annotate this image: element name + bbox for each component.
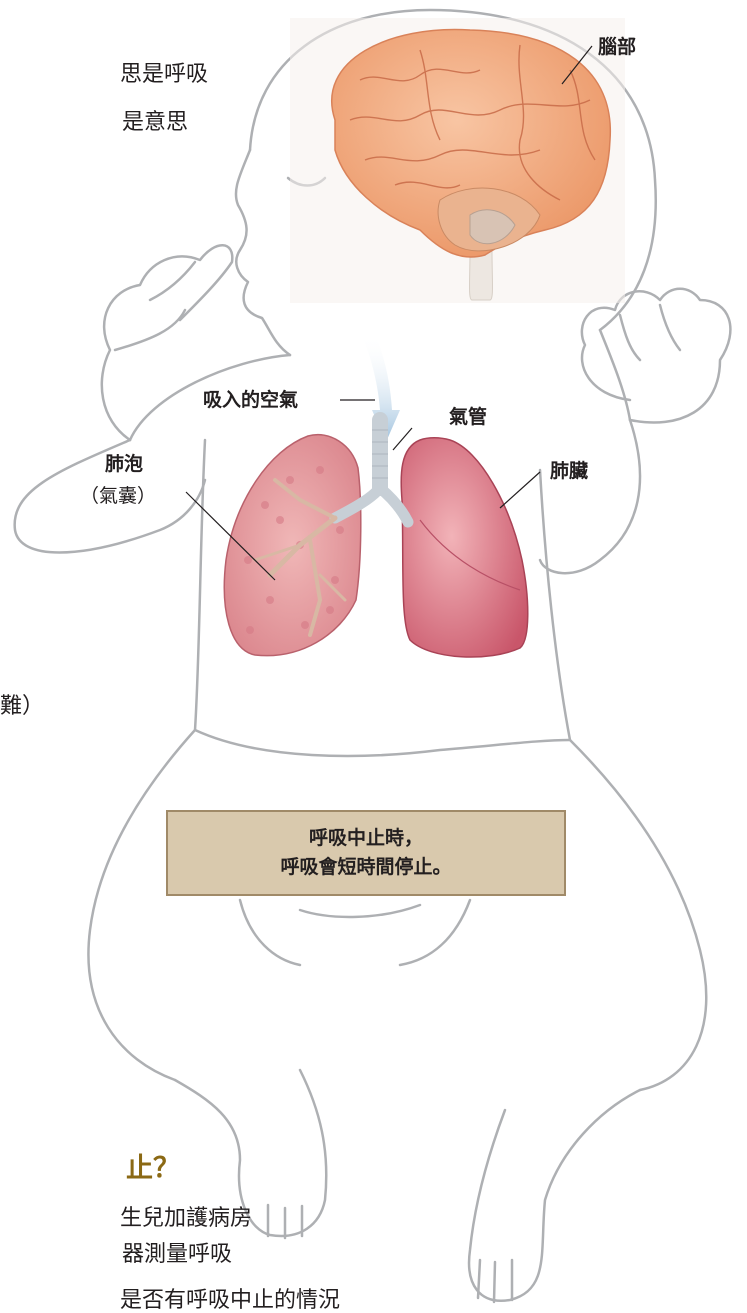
left-text-line3: 難） bbox=[0, 696, 44, 718]
label-brain: 腦部 bbox=[598, 38, 636, 57]
bottom-text-line2: 器測量呼吸 bbox=[122, 1244, 232, 1266]
apnea-note-box: 呼吸中止時， 呼吸會短時間停止。 bbox=[166, 810, 566, 896]
label-inhaled-air: 吸入的空氣 bbox=[203, 391, 298, 410]
note-line2: 呼吸會短時間停止。 bbox=[280, 853, 451, 882]
left-text-line1: 思是呼吸 bbox=[120, 64, 208, 86]
bottom-text-line1: 生兒加護病房 bbox=[120, 1208, 252, 1230]
note-line1: 呼吸中止時， bbox=[309, 824, 423, 853]
label-trachea: 氣管 bbox=[449, 408, 487, 427]
label-alveoli: 肺泡 bbox=[105, 455, 143, 474]
left-text-line2: 是意思 bbox=[122, 112, 188, 134]
lungs-illustration bbox=[224, 420, 527, 657]
label-lung: 肺臟 bbox=[550, 462, 588, 481]
label-alveoli-sub: （氣囊） bbox=[80, 487, 156, 506]
section-heading: 止？ bbox=[126, 1155, 180, 1182]
brain-illustration bbox=[290, 18, 625, 303]
